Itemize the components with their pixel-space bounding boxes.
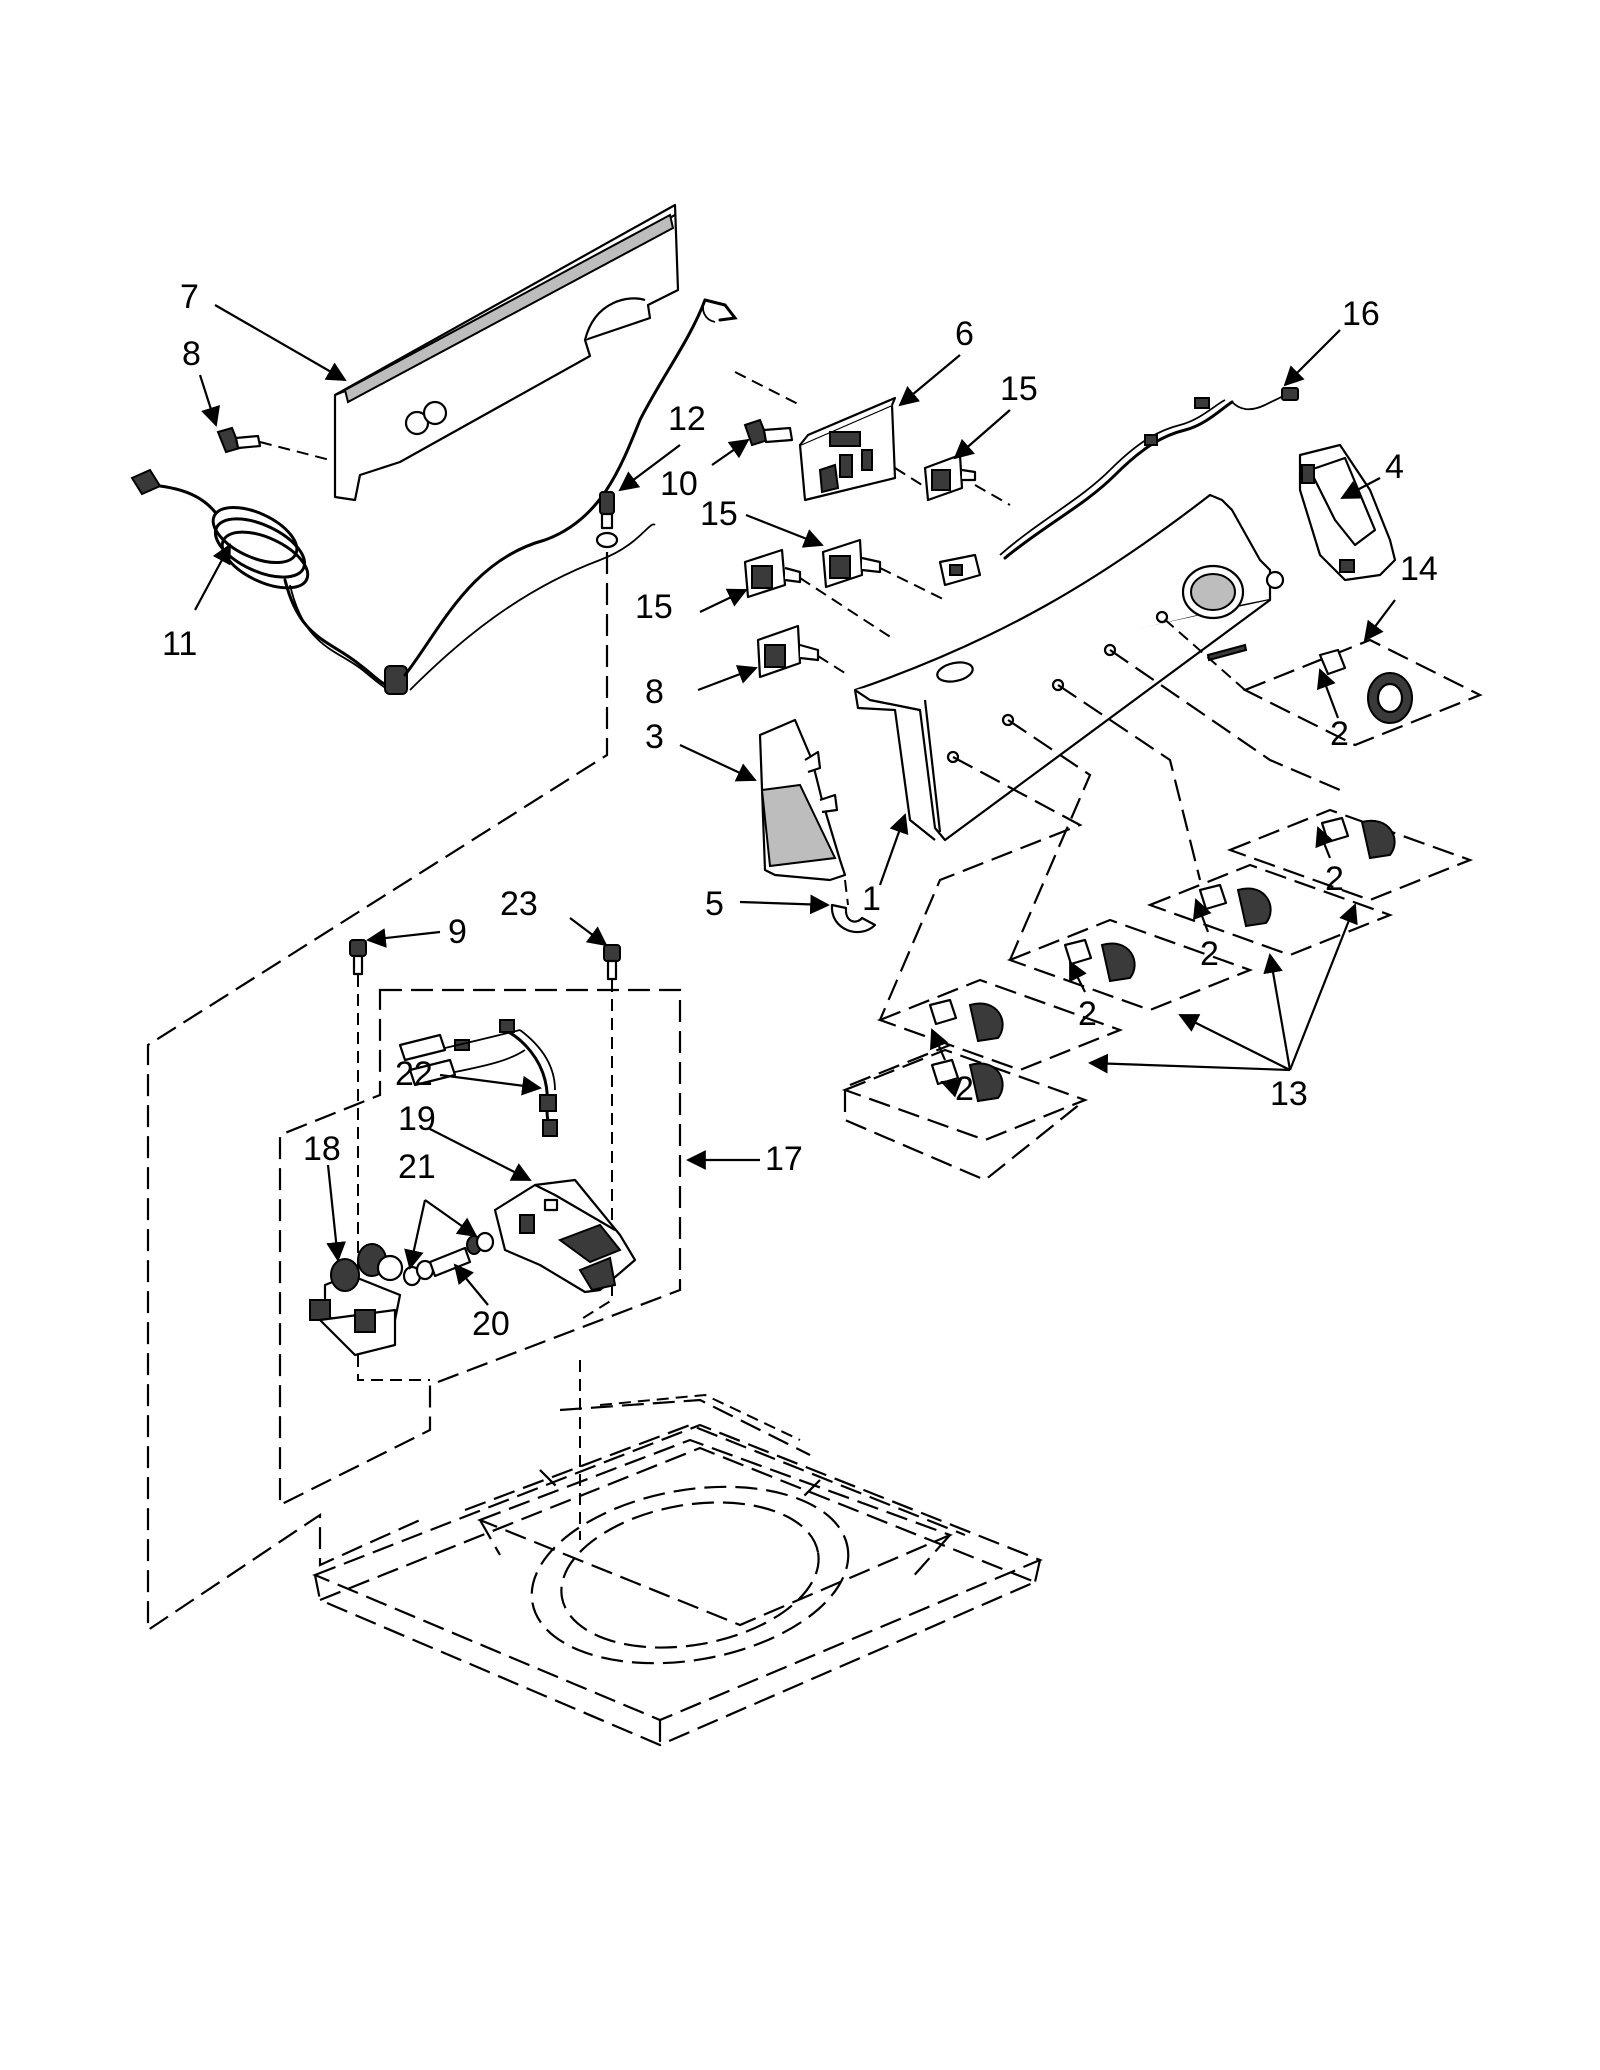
screw-part [743,418,794,447]
switch-part [821,538,882,589]
callout-22: 22 [395,1055,433,1093]
callout-14: 13 [1270,1075,1308,1113]
callout-9: 8 [645,673,664,711]
callout-13: 14 [1400,550,1438,588]
callout-5: 5 [705,885,724,923]
callout-6: 6 [955,315,974,353]
end-cap-left-part [758,718,847,882]
bolt-part [595,491,619,549]
wire-harness-part [938,387,1299,587]
callout-23: 23 [500,885,538,923]
dispenser-part [493,1178,637,1294]
switch-part [756,624,820,679]
callout-1: 1 [862,880,881,918]
leader-lines [194,304,1396,1306]
knob-assembly-part [841,616,1483,1182]
callout-8: 8 [182,335,201,373]
electronic-control-part [798,396,897,502]
callout-15-left: 15 [635,588,673,626]
callout-21: 21 [398,1148,436,1186]
callout-3: 3 [645,718,664,756]
callout-15-top: 15 [1000,370,1038,408]
callout-17: 17 [765,1140,803,1178]
callout-2-a: 2 [1330,715,1349,753]
callout-2-c: 2 [1200,935,1219,973]
cabinet-top-part [312,1393,1043,1747]
callout-11: 11 [162,625,197,663]
callout-labels: 7 8 11 12 10 6 15 15 15 8 3 5 1 16 4 14 … [162,278,1438,1343]
callout-8-lower: 9 [448,913,467,951]
callout-12: 12 [668,400,706,438]
clip-part [830,903,877,934]
callout-16: 16 [1342,295,1380,333]
callout-2-e: 2 [955,1070,974,1108]
hose-part [402,1231,495,1287]
inlet-valve-part [309,1243,404,1357]
power-cord-part [130,298,738,695]
callout-2-b: 2 [1325,860,1344,898]
callout-15-mid: 15 [700,495,738,533]
rear-panel-part [333,203,680,502]
callout-20: 20 [472,1305,510,1343]
callout-4: 4 [1385,448,1404,486]
end-cap-right-part [1298,443,1397,582]
callout-18: 18 [303,1130,341,1168]
screw-part [603,944,621,981]
callout-2-d: 2 [1078,995,1097,1033]
console-part [853,493,1285,842]
callout-19: 19 [398,1100,436,1138]
switch-part [923,453,977,502]
wire-harness-part [398,1019,558,1137]
callout-7: 7 [180,278,199,316]
callout-10: 10 [660,465,698,503]
switch-part [743,548,802,599]
screw-part [216,426,262,454]
screw-part [349,939,367,976]
